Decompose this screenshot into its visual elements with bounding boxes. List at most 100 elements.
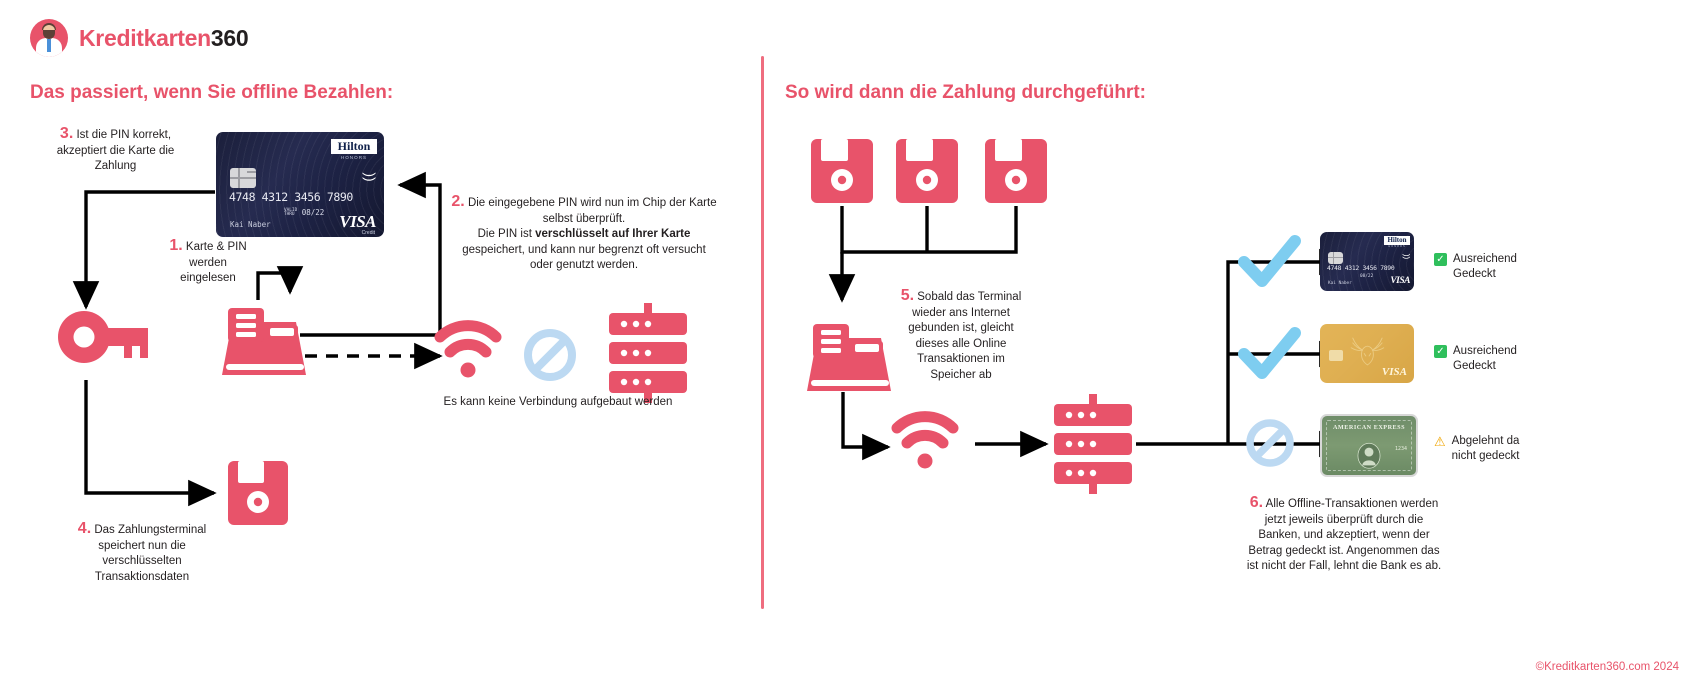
- floppy-disk-save-icon: [228, 461, 288, 525]
- step-5-line-2: wieder ans Internet: [912, 306, 1010, 319]
- status-badge-label: Ausreichend Gedeckt: [1453, 252, 1517, 281]
- right-panel-title: So wird dann die Zahlung durchgeführt:: [785, 82, 1146, 103]
- copyright-footer: ©Kreditkarten360.com 2024: [1535, 661, 1679, 673]
- step-5-line-3: gebunden ist, gleicht: [908, 322, 1014, 334]
- status-label-line-1: Abgelehnt da: [1451, 435, 1520, 447]
- step-2-line-3-prefix: Die PIN ist: [477, 228, 536, 240]
- card-network-visa: VISA: [1381, 366, 1407, 378]
- step-1-text: 1. Karte & PIN werden eingelesen: [166, 238, 250, 287]
- status-badge-label: Ausreichend Gedeckt: [1453, 344, 1517, 373]
- card-brand-amex: AMERICAN EXPRESS: [1332, 424, 1406, 431]
- credit-card-visa-hilton: Hilton HONORS )) 4748 4312 3456 7890 VAL…: [216, 132, 384, 237]
- step-1-number: 1.: [169, 237, 183, 254]
- floppy-disk-save-icon: [985, 139, 1047, 203]
- card-network-visa: VISA: [339, 212, 376, 231]
- step-5-text: 5. Sobald das Terminal wieder ans Intern…: [890, 288, 1032, 383]
- step-2-number: 2.: [451, 193, 465, 210]
- step-1-line-3: eingelesen: [180, 272, 236, 284]
- emv-chip-icon: [230, 168, 256, 188]
- step-5-line-4: dieses alle Online: [915, 337, 1007, 350]
- status-label-line-1: Ausreichend: [1453, 253, 1517, 265]
- deer-antler-art: [1350, 338, 1384, 366]
- step-3-line-2: akzeptiert die Karte die: [56, 144, 175, 157]
- step-6-line-4: Betrag gedeckt ist. Angenommen das: [1248, 544, 1440, 557]
- server-rack-icon: [609, 303, 687, 403]
- brand-name-suffix: 360: [210, 24, 249, 51]
- payment-terminal-icon: [222, 308, 306, 375]
- card-network-sub: Credit: [361, 230, 375, 236]
- left-panel-title: Das passiert, wenn Sie offline Bezahlen:: [30, 82, 394, 103]
- step-1-line-2: werden: [189, 256, 227, 269]
- step-6-line-5: ist nicht der Fall, lehnt die Bank es ab…: [1246, 560, 1442, 572]
- step-5-line-6: Speicher ab: [930, 368, 992, 381]
- payment-terminal-icon: [807, 324, 891, 391]
- status-label-line-2: nicht gedeckt: [1451, 449, 1520, 462]
- status-label-line-2: Gedeckt: [1453, 359, 1496, 372]
- avatar-logo-icon: [30, 19, 68, 57]
- step-6-line-3: Banken, und akzeptiert, wenn der: [1258, 529, 1430, 541]
- step-3-line-1: Ist die PIN korrekt,: [76, 129, 172, 141]
- card-brand-honors: HONORS: [340, 155, 368, 160]
- step-6-text: 6. Alle Offline-Transaktionen werden jet…: [1228, 495, 1460, 575]
- card-expiry-value: 08/22: [1360, 274, 1374, 279]
- step-4-line-1: Das Zahlungsterminal: [94, 524, 207, 536]
- contactless-icon: )): [362, 172, 379, 182]
- step-2-line-4: gespeichert, und kann nur begrenzt oft v…: [462, 243, 706, 256]
- no-connection-caption: Es kann keine Verbindung aufgebaut werde…: [443, 396, 673, 408]
- warning-triangle-icon: ⚠: [1434, 434, 1446, 449]
- step-6-line-2: jetzt jeweils überprüft durch die: [1264, 513, 1424, 526]
- step-5-line-5: Transaktionen im: [917, 353, 1005, 365]
- card-holder-name: Kai Naber: [1328, 281, 1352, 286]
- card-brand-honors: HONORS: [1388, 245, 1406, 248]
- step-2-line-5: oder genutzt werden.: [529, 259, 639, 271]
- emv-chip-icon: [1328, 252, 1343, 264]
- card-network-visa: VISA: [1390, 276, 1410, 286]
- card-brand-hilton: Hilton: [1384, 236, 1410, 245]
- step-2-line-2: selbst überprüft.: [542, 212, 626, 225]
- status-badge: ✓ Ausreichend Gedeckt: [1434, 252, 1517, 281]
- card-number: 4748 4312 3456 7890: [1327, 264, 1395, 272]
- server-rack-icon: [1054, 394, 1132, 494]
- brand-logo-header: Kreditkarten360: [30, 19, 249, 57]
- floppy-disk-save-icon: [896, 139, 958, 203]
- check-box-icon: ✓: [1434, 345, 1447, 358]
- step-5-number: 5.: [900, 287, 915, 304]
- emv-chip-icon: [1329, 349, 1343, 361]
- status-badge: ✓ Ausreichend Gedeckt: [1434, 344, 1517, 373]
- card-number: 4748 4312 3456 7890: [229, 190, 353, 204]
- step-3-line-3: Zahlung: [94, 160, 137, 172]
- no-connection-icon: [1246, 419, 1294, 467]
- status-label-line-1: Ausreichend: [1453, 345, 1517, 357]
- check-box-icon: ✓: [1434, 253, 1447, 266]
- no-connection-icon: [524, 329, 576, 381]
- credit-card-visa-hilton: Hilton HONORS )) 4748 4312 3456 7890 08/…: [1320, 232, 1414, 291]
- card-expiry-value: 08/22: [301, 208, 325, 217]
- floppy-disk-save-icon: [811, 139, 873, 203]
- panel-divider: [761, 56, 764, 609]
- centurion-art: [1357, 442, 1381, 469]
- step-2-line-1: Die eingegebene PIN wird nun im Chip der…: [467, 197, 717, 209]
- card-brand-hilton: Hilton: [331, 139, 377, 154]
- wifi-signal-icon: [891, 411, 959, 469]
- key-icon: [58, 311, 148, 363]
- credit-card-amex: AMERICAN EXPRESS 1234: [1320, 414, 1418, 477]
- step-6-line-1: Alle Offline-Transaktionen werden: [1265, 498, 1439, 510]
- step-4-number: 4.: [77, 520, 92, 537]
- step-2-text: 2. Die eingegebene PIN wird nun im Chip …: [448, 194, 720, 274]
- step-3-text: 3. Ist die PIN korrekt, akzeptiert die K…: [18, 126, 213, 175]
- status-label-line-2: Gedeckt: [1453, 267, 1496, 280]
- step-5-line-1: Sobald das Terminal: [917, 291, 1022, 303]
- credit-card-gold-visa: VISA: [1320, 324, 1414, 383]
- step-4-text: 4. Das Zahlungsterminal speichert nun di…: [50, 521, 234, 585]
- status-badge: ⚠ Abgelehnt da nicht gedeckt: [1434, 434, 1519, 463]
- blue-check-mark-icon: [1238, 327, 1301, 379]
- card-holder-name: Kai Naber: [230, 220, 271, 229]
- brand-name: Kreditkarten360: [79, 24, 249, 52]
- blue-check-mark-icon: [1238, 235, 1301, 287]
- step-4-line-4: Transaktionsdaten: [94, 570, 190, 583]
- card-code: 1234: [1394, 446, 1407, 452]
- status-badge-label: Abgelehnt da nicht gedeckt: [1452, 434, 1520, 463]
- step-1-line-1: Karte & PIN: [185, 241, 247, 253]
- wifi-signal-icon: [434, 320, 502, 378]
